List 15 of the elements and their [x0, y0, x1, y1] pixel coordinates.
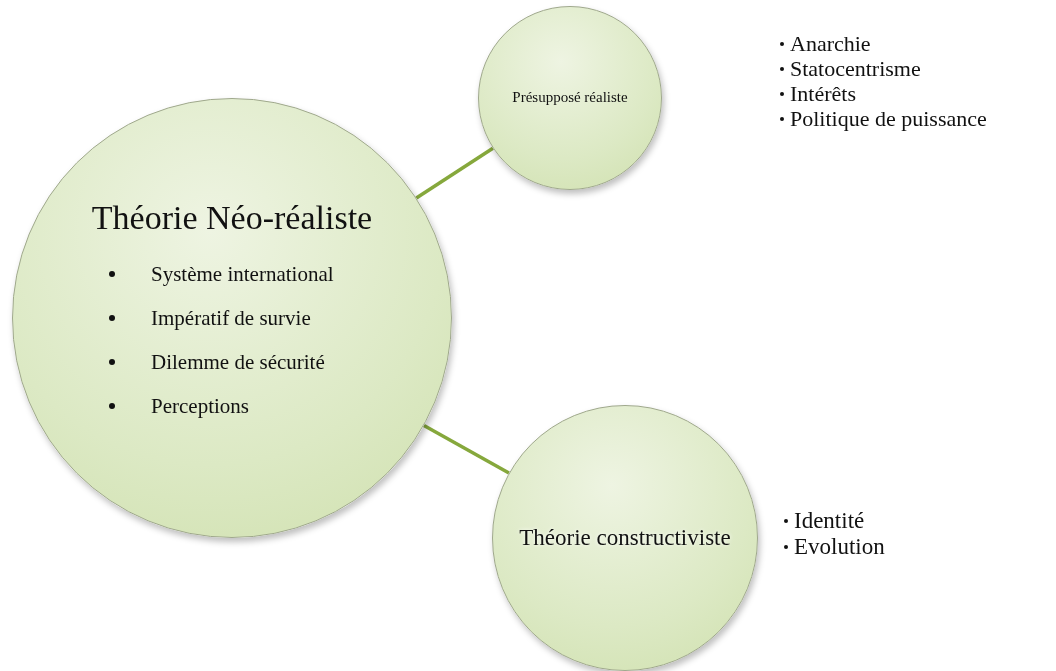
- circle-title: Théorie Néo-réaliste: [91, 198, 373, 238]
- connector-line: [415, 146, 494, 200]
- circle-title: Théorie constructiviste: [519, 524, 731, 552]
- bullet-item: Anarchie: [780, 32, 987, 57]
- bullet-item: Perceptions: [109, 393, 334, 419]
- bullet-item: Système international: [109, 261, 334, 287]
- bullet-item: Statocentrisme: [780, 56, 987, 82]
- circle-title: Présupposé réaliste: [512, 89, 628, 107]
- bullet-item: Identité: [784, 508, 885, 534]
- bullet-item: Politique de puissance: [780, 106, 987, 132]
- connector-line: [423, 423, 510, 475]
- bullet-item: Impératif de survie: [109, 305, 334, 331]
- bullet-item: Intérêts: [780, 81, 987, 107]
- bullet-item: Dilemme de sécurité: [109, 349, 334, 375]
- bullet-item: Evolution: [784, 534, 885, 560]
